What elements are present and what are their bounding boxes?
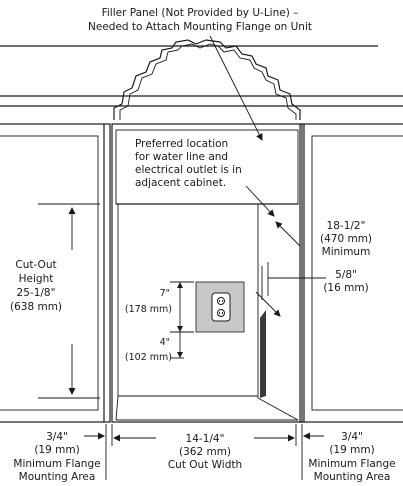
outlet-upper-label: 7" (178 mm) [125,288,172,315]
min-depth-arrow-upper [275,221,301,247]
cutout-height-line-1: Cut-Out [15,259,56,271]
cutout-height-dimension [38,203,100,399]
electrical-outlet [195,281,245,333]
left-flange-label: 3/4" (19 mm) Minimum Flange Mounting Are… [13,431,100,483]
note-leader-line [245,185,275,217]
min-depth-arrow-lower [255,291,281,317]
cutout-height-line-4: (638 mm) [10,301,62,313]
flange-depth-line-1: 5/8" [335,269,357,281]
bottom-dimensions [84,424,324,480]
cutout-height-line-3: 25-1/8" [17,287,56,299]
min-depth-line-2: (470 mm) [320,233,372,245]
outlet-upper-line-2: (178 mm) [125,304,172,315]
note-line-2: for water line and [135,151,228,163]
min-depth-line-3: Minimum [322,246,371,258]
width-line-3: Cut Out Width [168,459,242,471]
right-flange-label: 3/4" (19 mm) Minimum Flange Mounting Are… [308,431,395,483]
right-flange-line-3: Minimum Flange [308,458,395,470]
min-depth-label: 18-1/2" (470 mm) Minimum [320,220,372,258]
cutout-height-label: Cut-Out Height 25-1/8" (638 mm) [10,259,62,313]
note-line-1: Preferred location [135,138,228,150]
outlet-lower-label: 4" (102 mm) [125,337,172,363]
flange-depth-line-2: (16 mm) [323,282,368,294]
right-flange-line-1: 3/4" [341,431,363,443]
cutout-width-label: 14-1/4" (362 mm) Cut Out Width [168,433,242,471]
left-flange-line-1: 3/4" [46,431,68,443]
utility-note: Preferred location for water line and el… [135,138,242,189]
flange-depth-label: 5/8" (16 mm) [323,269,368,294]
width-line-2: (362 mm) [179,446,231,458]
outlet-upper-line-1: 7" [160,288,170,299]
left-flange-line-4: Mounting Area [19,471,96,483]
filler-panel-breakout [113,39,301,120]
left-flange-line-2: (19 mm) [34,444,79,456]
cutout-height-line-2: Height [19,273,54,285]
right-flange-line-4: Mounting Area [314,471,391,483]
right-flange-line-2: (19 mm) [329,444,374,456]
countertop [0,45,403,107]
filler-label-line-2: Needed to Attach Mounting Flange on Unit [88,21,312,33]
filler-panel-label: Filler Panel (Not Provided by U-Line) – … [88,7,312,33]
min-depth-line-1: 18-1/2" [327,220,366,232]
filler-panel-breakout-inner [119,43,297,120]
cutout-opening [111,123,303,423]
note-line-3: electrical outlet is in [135,164,242,176]
side-panel-dark [260,310,266,398]
left-flange-line-3: Minimum Flange [13,458,100,470]
outlet-lower-line-2: (102 mm) [125,352,172,363]
outlet-lower-line-1: 4" [160,337,170,348]
note-line-4: adjacent cabinet. [135,177,226,189]
left-cabinet [0,123,111,423]
width-line-1: 14-1/4" [186,433,225,445]
filler-label-line-1: Filler Panel (Not Provided by U-Line) – [102,7,299,19]
right-cabinet [299,123,403,423]
filler-leader-line [209,35,263,141]
outlet-dimensions [170,281,194,359]
